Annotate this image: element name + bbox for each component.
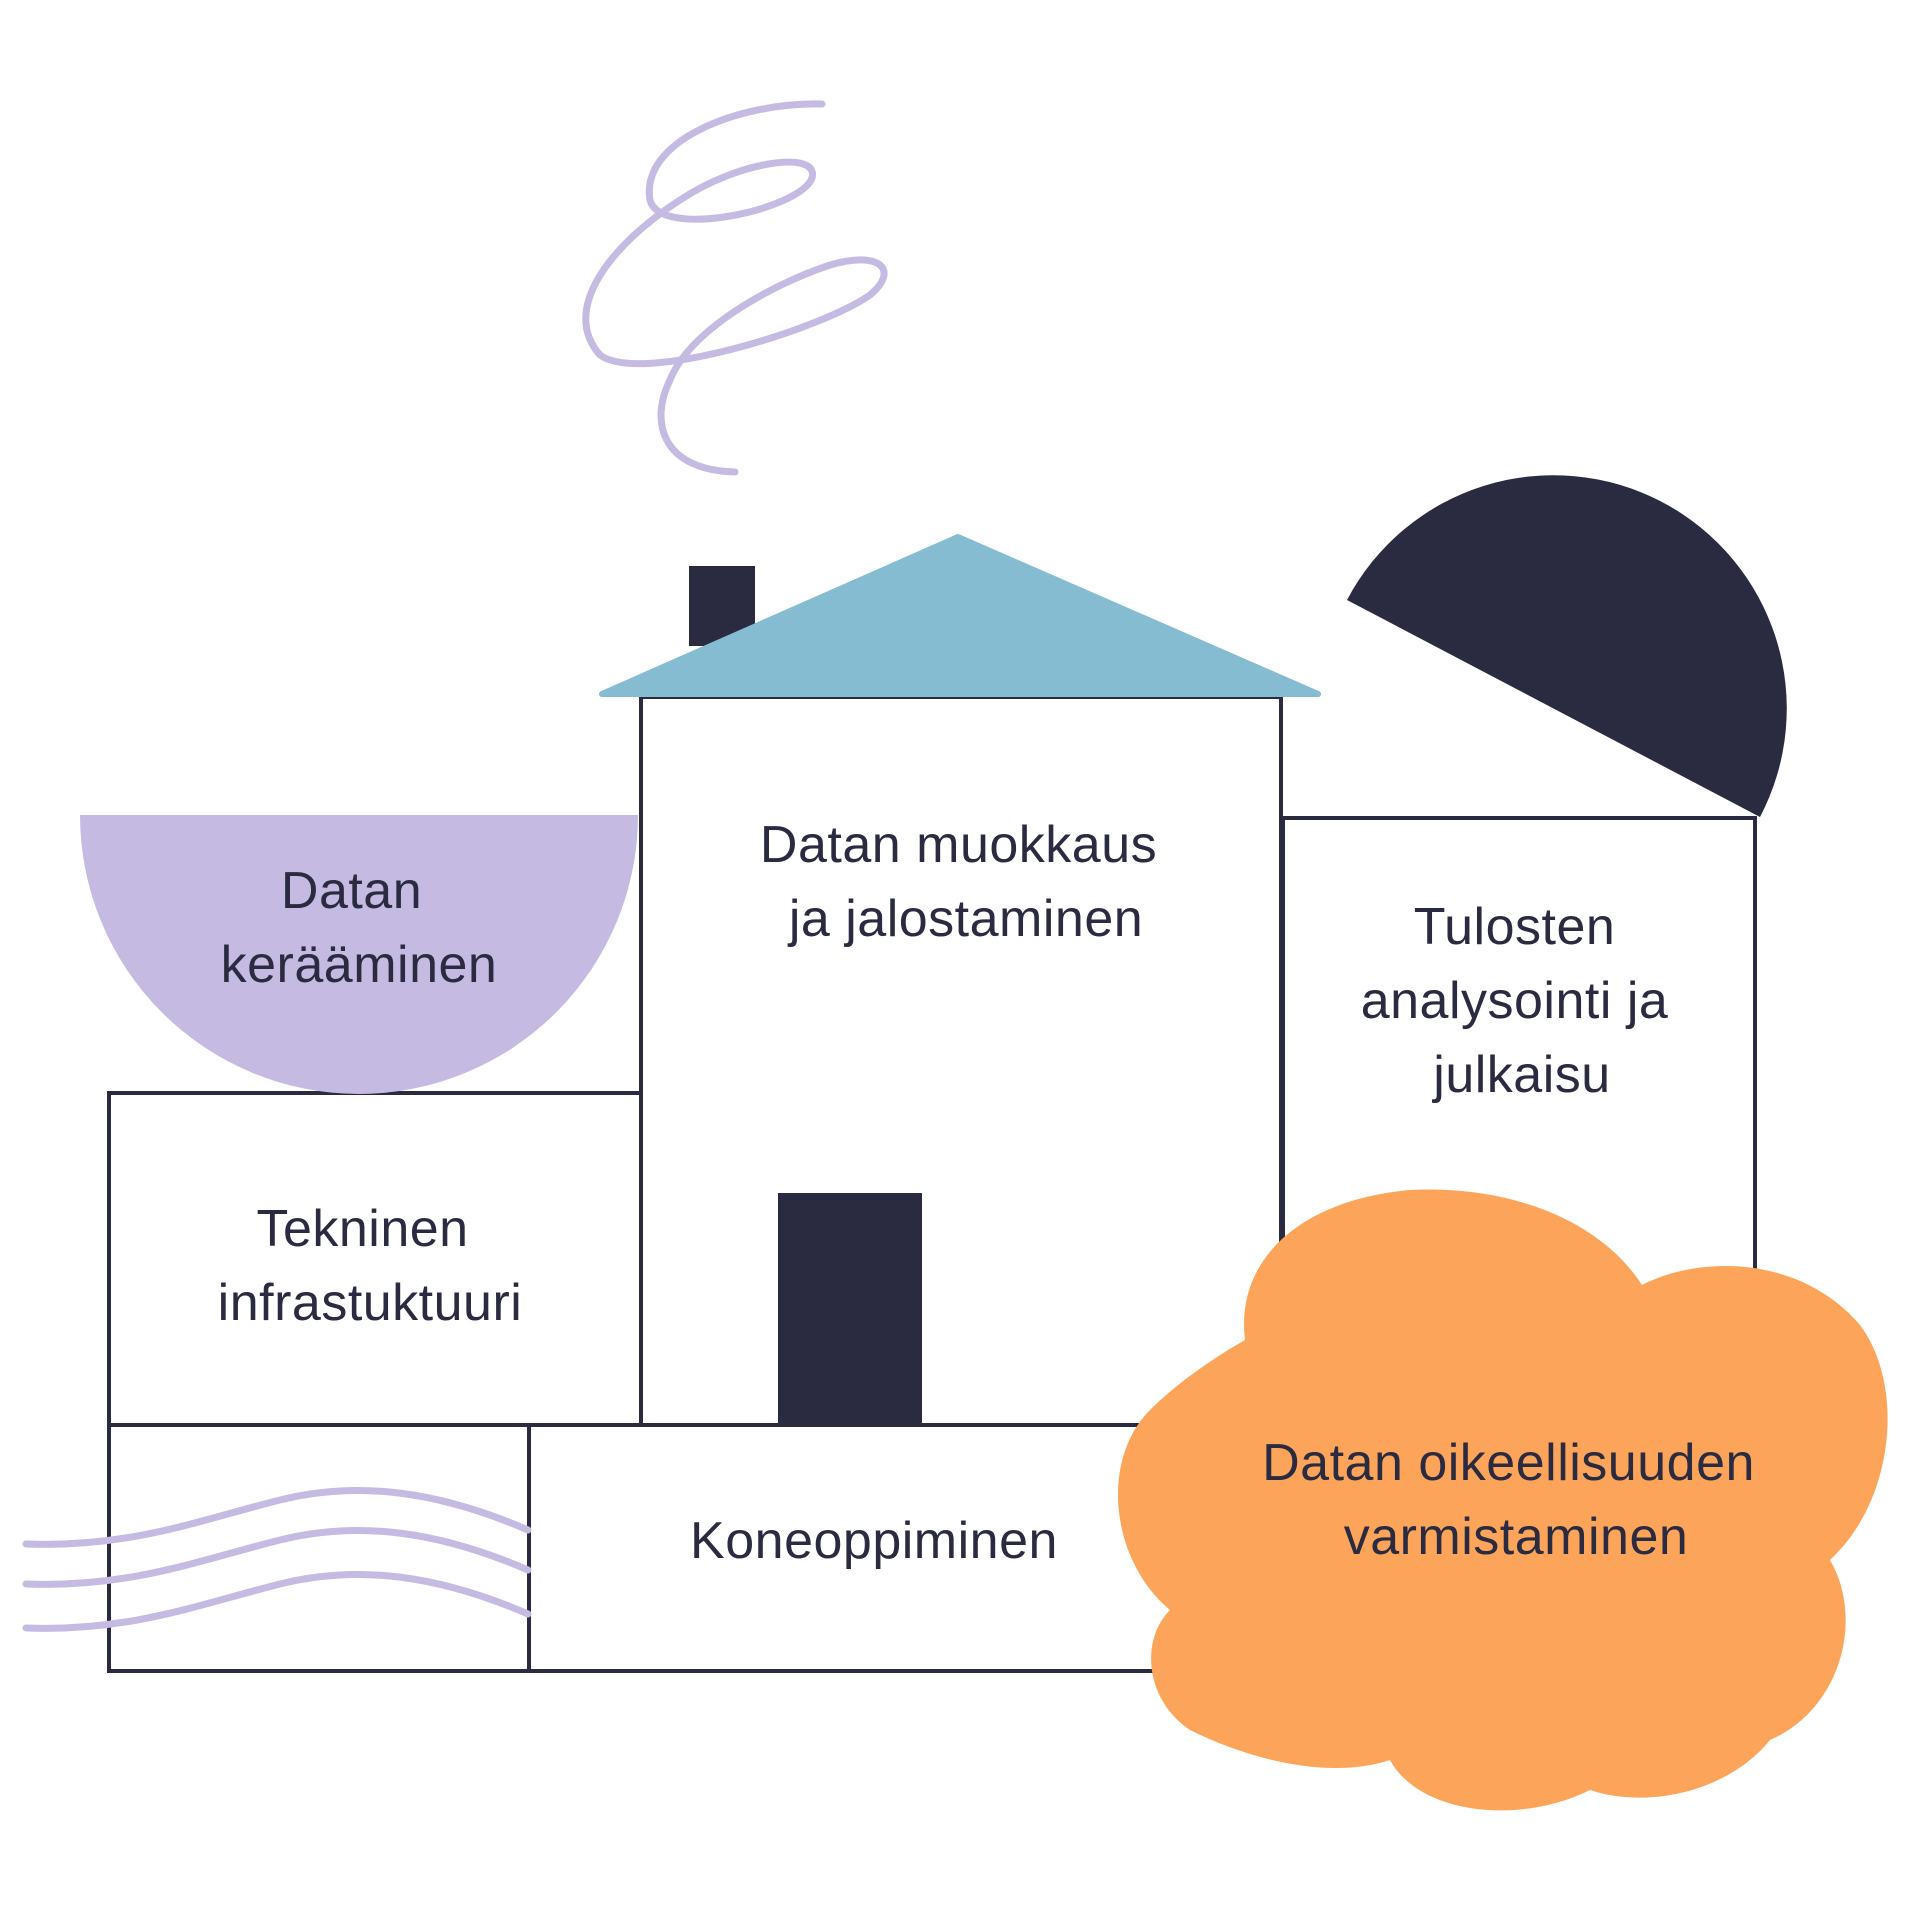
half-moon-icon	[1347, 475, 1787, 817]
smoke-swirl-icon	[582, 100, 888, 476]
roof-icon	[599, 534, 1321, 697]
waves-icon	[22, 1487, 532, 1632]
analysis-label-line3: julkaisu	[1431, 1046, 1610, 1104]
bowl-icon	[80, 815, 638, 1094]
collection-label: Datan kerääminen	[221, 862, 498, 994]
analysis-label-line1: Tulosten	[1414, 898, 1616, 956]
door-icon	[778, 1193, 922, 1425]
cloud-icon	[1117, 1189, 1888, 1811]
analysis-label-line2: analysointi ja	[1361, 972, 1669, 1030]
machine-learning-label-line1: Koneoppiminen	[690, 1512, 1058, 1570]
validation-label-line2: varmistaminen	[1344, 1508, 1689, 1566]
collection-label-line1: Datan	[281, 862, 422, 920]
processing-label-line1: Datan muokkaus	[760, 816, 1157, 874]
infrastructure-block	[107, 1091, 643, 1427]
processing-block	[639, 695, 1283, 1427]
collection-label-line2: kerääminen	[221, 936, 498, 994]
infrastructure-label-line1: Tekninen	[256, 1200, 468, 1258]
machine-learning-label: Koneoppiminen	[690, 1512, 1058, 1570]
processing-label: Datan muokkaus ja jalostaminen	[760, 816, 1172, 948]
processing-label-line2: ja jalostaminen	[787, 890, 1143, 948]
validation-label: Datan oikeellisuuden varmistaminen	[1262, 1434, 1770, 1566]
infrastructure-label-line2: infrastuktuuri	[218, 1274, 523, 1332]
analysis-label: Tulosten analysointi ja julkaisu	[1361, 898, 1684, 1104]
machine-learning-block	[527, 1423, 1181, 1673]
validation-label-line1: Datan oikeellisuuden	[1262, 1434, 1755, 1492]
infrastructure-label: Tekninen infrastuktuuri	[218, 1200, 523, 1332]
